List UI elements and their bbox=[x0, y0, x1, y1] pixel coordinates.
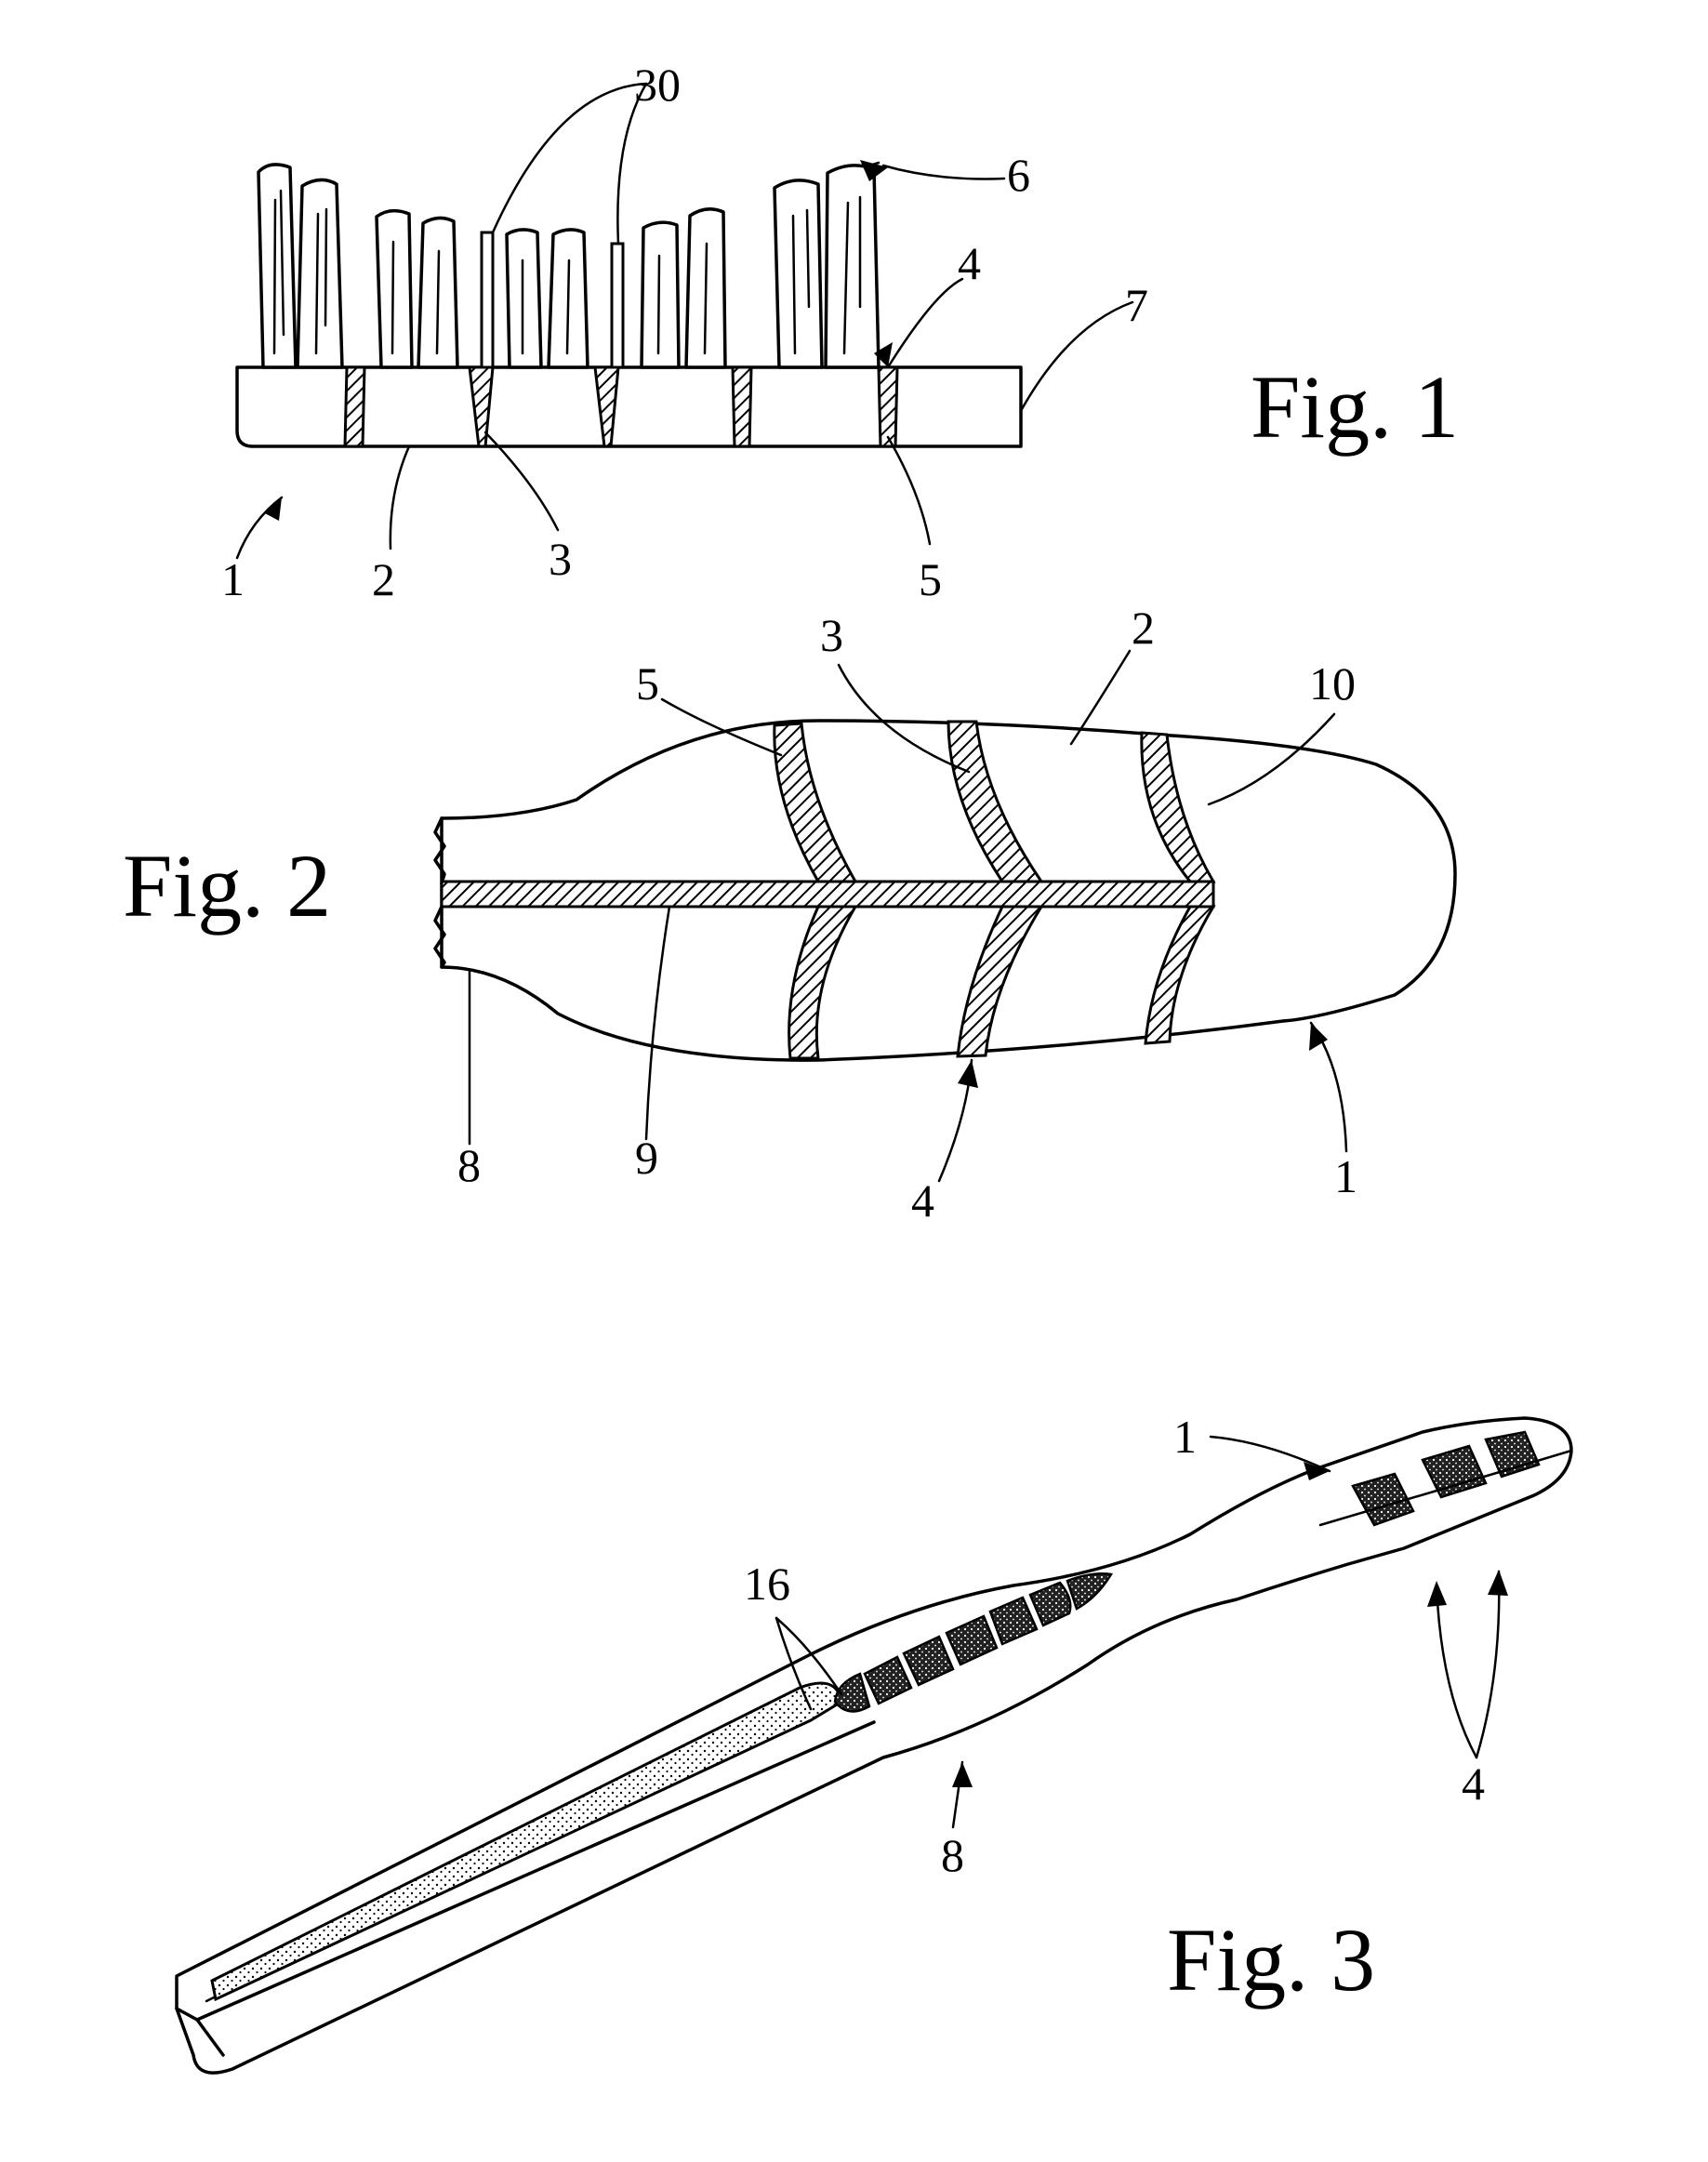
fig1-ref-2: 2 bbox=[372, 553, 395, 605]
fig1-ref-30: 30 bbox=[634, 59, 681, 111]
fig2-ref-3: 3 bbox=[820, 609, 843, 661]
fig2-ref-4: 4 bbox=[911, 1174, 934, 1227]
fig1-ref-1: 1 bbox=[221, 553, 245, 605]
figure-2: 3 2 5 10 8 9 4 1 Fig. 2 bbox=[123, 602, 1455, 1227]
fig1-rod-left bbox=[482, 232, 493, 367]
fig3-ref-1: 1 bbox=[1173, 1411, 1197, 1463]
fig1-ref-3: 3 bbox=[549, 533, 572, 585]
fig2-ref-2: 2 bbox=[1132, 602, 1155, 654]
fig2-label: Fig. 2 bbox=[123, 836, 331, 935]
fig2-ref-5: 5 bbox=[636, 657, 659, 710]
fig1-ref-7: 7 bbox=[1125, 279, 1148, 331]
fig2-ref-1: 1 bbox=[1334, 1150, 1357, 1202]
fig1-insert-4 bbox=[733, 367, 751, 446]
fig1-insert-1 bbox=[345, 367, 364, 446]
fig1-label: Fig. 1 bbox=[1251, 357, 1459, 457]
fig1-ref-5: 5 bbox=[919, 553, 942, 605]
fig2-ref-9: 9 bbox=[635, 1132, 658, 1184]
fig3-label: Fig. 3 bbox=[1167, 1910, 1375, 2009]
fig1-ref-4: 4 bbox=[958, 237, 981, 289]
fig1-rod-right bbox=[612, 244, 623, 367]
fig3-ref-4: 4 bbox=[1462, 1757, 1485, 1810]
figure-1: 30 6 4 7 1 2 3 5 Fig. 1 bbox=[221, 59, 1459, 605]
fig2-ref-10: 10 bbox=[1309, 657, 1356, 710]
fig3-grip-strip bbox=[212, 1683, 841, 1999]
fig1-ref-6: 6 bbox=[1007, 149, 1030, 201]
fig2-center-strip bbox=[442, 882, 1213, 907]
fig1-insert-5 bbox=[879, 367, 897, 446]
figure-3: 1 16 4 8 Fig. 3 bbox=[177, 1411, 1571, 2073]
fig3-ref-16: 16 bbox=[744, 1558, 790, 1610]
fig2-ref-8: 8 bbox=[457, 1139, 481, 1191]
fig1-bristle-tufts bbox=[258, 165, 879, 367]
fig3-ref-8: 8 bbox=[941, 1829, 964, 1881]
